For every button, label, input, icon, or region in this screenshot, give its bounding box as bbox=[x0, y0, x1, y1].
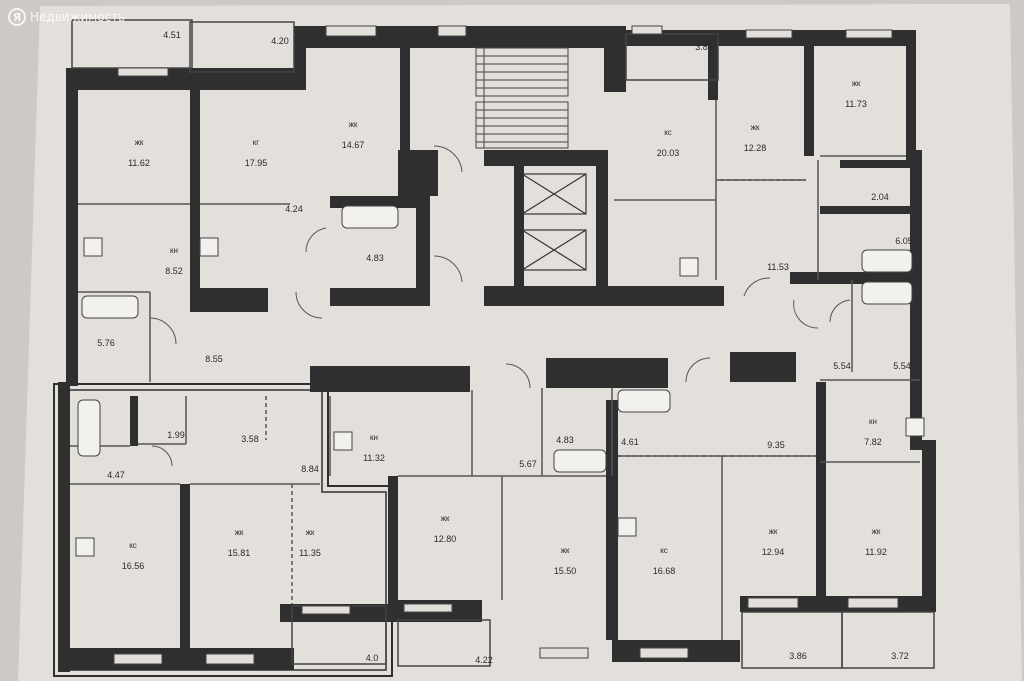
room-code-r35: кс bbox=[660, 546, 668, 555]
paper-sheet bbox=[18, 4, 1022, 681]
room-area-r37: 11.92 bbox=[865, 547, 887, 557]
room-area-r35: 16.68 bbox=[653, 566, 676, 576]
room-area-r20: 1.99 bbox=[167, 430, 185, 440]
room-area-r29: 7.82 bbox=[864, 437, 882, 447]
room-code-r24: кн bbox=[370, 433, 378, 442]
room-area-r18: 5.54 bbox=[833, 361, 851, 371]
room-code-r34: жк bbox=[561, 546, 570, 555]
room-area-r40: 3.86 bbox=[789, 651, 807, 661]
room-code-r37: жк bbox=[872, 527, 881, 536]
room-area-r24: 11.32 bbox=[363, 453, 385, 463]
room-labels: жк 11.62 кг 17.95 жк 14.67 кн 8.52 кс 20… bbox=[97, 30, 913, 665]
room-area-r27: 4.61 bbox=[621, 437, 639, 447]
room-area-r16: 6.05 bbox=[895, 236, 913, 246]
room-area-r15: 2.04 bbox=[871, 192, 889, 202]
room-area-r36: 12.94 bbox=[762, 547, 785, 557]
room-area-r30: 16.56 bbox=[122, 561, 145, 571]
room-area-r21: 3.58 bbox=[241, 434, 259, 444]
elevators bbox=[521, 173, 587, 271]
watermark-text: Недвижимость bbox=[30, 10, 126, 24]
room-area-r33: 12.80 bbox=[434, 534, 457, 544]
yandex-logo-icon: Я bbox=[8, 8, 26, 26]
balconies bbox=[71, 19, 935, 669]
room-area-r32: 11.35 bbox=[299, 548, 321, 558]
room-area-r23: 8.84 bbox=[301, 464, 319, 474]
stoves bbox=[75, 237, 925, 557]
room-area-r1: 4.51 bbox=[163, 30, 181, 40]
room-code-r32: жк bbox=[306, 528, 315, 537]
room-area-r38: 4.0 bbox=[366, 653, 379, 663]
windows bbox=[113, 25, 899, 665]
room-area-r13: 12.28 bbox=[744, 143, 767, 153]
room-code-r29: кн bbox=[869, 417, 877, 426]
room-area-r11: 3.89 bbox=[695, 42, 713, 52]
room-area-r10: 8.55 bbox=[205, 354, 223, 364]
room-area-r19: 5.54 bbox=[893, 361, 911, 371]
room-area-r17: 11.53 bbox=[767, 262, 789, 272]
bathtubs bbox=[77, 205, 913, 473]
room-area-r39: 4.22 bbox=[475, 655, 493, 665]
room-area-r25: 4.83 bbox=[556, 435, 574, 445]
room-code-r31: жк bbox=[235, 528, 244, 537]
room-code-r33: жк bbox=[441, 514, 450, 523]
room-code-r3: жк bbox=[135, 138, 144, 147]
room-code-r30: кс bbox=[129, 541, 137, 550]
room-area-r22: 4.47 bbox=[107, 470, 125, 480]
room-area-r7: 8.52 bbox=[165, 266, 183, 276]
room-area-r6: 4.24 bbox=[285, 204, 303, 214]
staircase bbox=[475, 47, 569, 149]
room-area-r26: 5.67 bbox=[519, 459, 537, 469]
room-code-r5: жк bbox=[349, 120, 358, 129]
doors bbox=[149, 145, 851, 467]
room-area-r14: 11.73 bbox=[845, 99, 867, 109]
room-area-r9: 5.76 bbox=[97, 338, 115, 348]
room-area-r3: 11.62 bbox=[128, 158, 150, 168]
room-code-r13: жк bbox=[751, 123, 760, 132]
watermark: Я Недвижимость bbox=[8, 8, 125, 26]
room-area-r12: 20.03 bbox=[657, 148, 680, 158]
room-area-r2: 4.20 bbox=[271, 36, 289, 46]
room-area-r41: 3.72 bbox=[891, 651, 909, 661]
room-code-r36: жк bbox=[769, 527, 778, 536]
room-area-r28: 9.35 bbox=[767, 440, 785, 450]
room-area-r5: 14.67 bbox=[342, 140, 365, 150]
room-area-r8: 4.83 bbox=[366, 253, 384, 263]
room-code-r7: кн bbox=[170, 246, 178, 255]
room-code-r4: кг bbox=[253, 138, 260, 147]
room-area-r31: 15.81 bbox=[228, 548, 251, 558]
room-area-r34: 15.50 bbox=[554, 566, 577, 576]
room-area-r4: 17.95 bbox=[245, 158, 268, 168]
room-code-r14: жк bbox=[852, 79, 861, 88]
inner-walls bbox=[130, 46, 920, 650]
room-code-r12: кс bbox=[664, 128, 672, 137]
